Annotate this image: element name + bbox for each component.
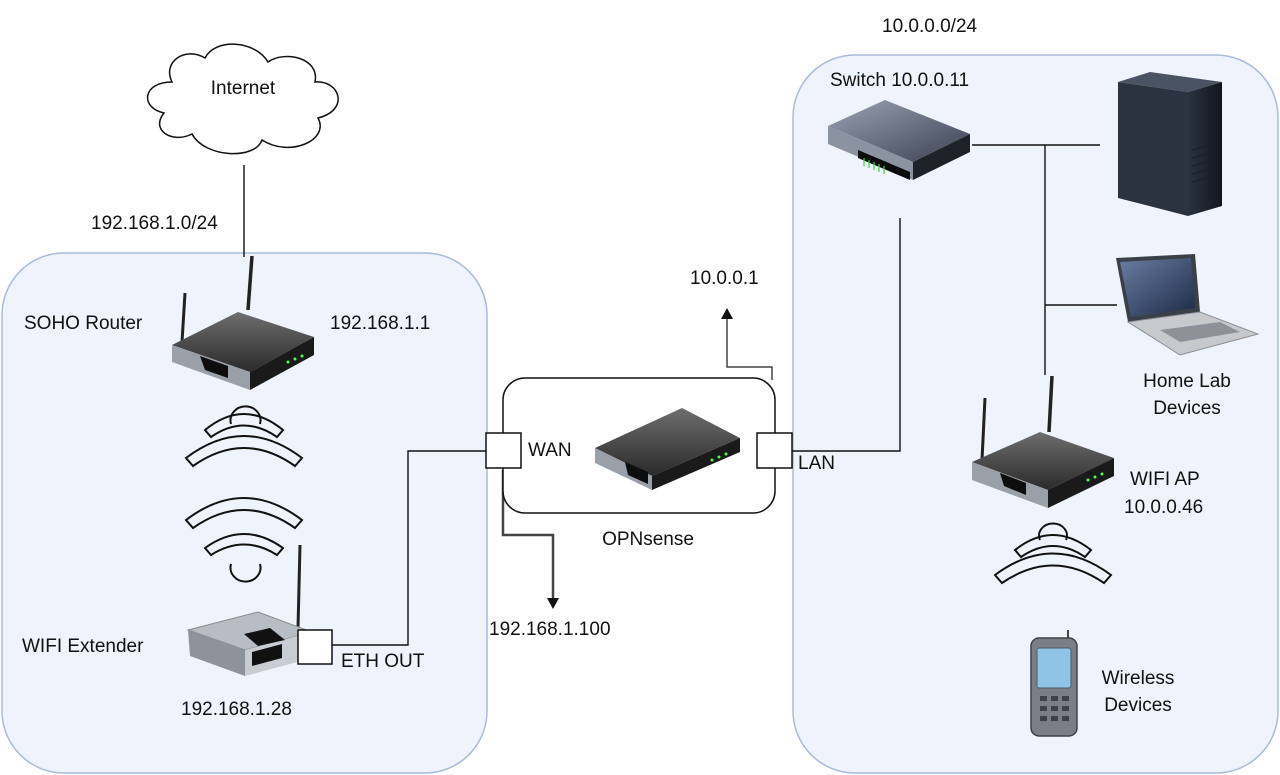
wireless-devices-label-1: Wireless [1101, 668, 1175, 689]
eth-out-label: ETH OUT [341, 651, 425, 672]
internet-label: Internet [210, 78, 276, 99]
firewall-icon [595, 408, 740, 490]
arrowhead-up [721, 308, 733, 319]
extender-icon [186, 544, 314, 676]
tower-pc-icon [1118, 72, 1222, 216]
lab-network-zone [792, 54, 1279, 774]
wifi-ap-label: WIFI AP [1130, 469, 1200, 490]
wireless-devices-label-2: Devices [1104, 695, 1172, 716]
laptop-icon [1116, 254, 1260, 356]
wifi-extender-label: WIFI Extender [22, 636, 144, 657]
lan-port [756, 432, 793, 469]
cloud-icon [146, 43, 339, 155]
opnsense-label: OPNsense [602, 529, 694, 550]
switch-label: Switch 10.0.0.11 [830, 70, 970, 91]
wifi-extender-ip: 192.168.1.28 [181, 699, 292, 720]
eth-out-port [297, 629, 333, 665]
wan-port-label: WAN [528, 440, 572, 461]
home-lab-label-2: Devices [1153, 398, 1221, 419]
router-icon [172, 255, 314, 390]
wan-subnet-label: 192.168.1.0/24 [91, 213, 218, 234]
opnsense-wan-ip: 192.168.1.100 [489, 619, 611, 640]
arrowhead-down [547, 598, 559, 609]
router-icon [972, 375, 1114, 508]
home-lab-label-1: Home Lab [1143, 371, 1231, 392]
soho-router-ip: 192.168.1.1 [330, 313, 431, 334]
wifi-signal-icon [993, 522, 1113, 585]
wifi-signal-icon [184, 405, 304, 583]
lan-port-label: LAN [798, 453, 835, 474]
switch-icon [828, 100, 970, 180]
wifi-ap-ip: 10.0.0.46 [1124, 497, 1204, 518]
phone-icon [1030, 630, 1078, 737]
connection-lines [243, 144, 1117, 646]
soho-router-label: SOHO Router [24, 313, 143, 334]
wan-port [485, 432, 522, 469]
opnsense-lan-ip: 10.0.0.1 [690, 268, 759, 289]
lan-subnet-label: 10.0.0.0/24 [882, 16, 978, 37]
